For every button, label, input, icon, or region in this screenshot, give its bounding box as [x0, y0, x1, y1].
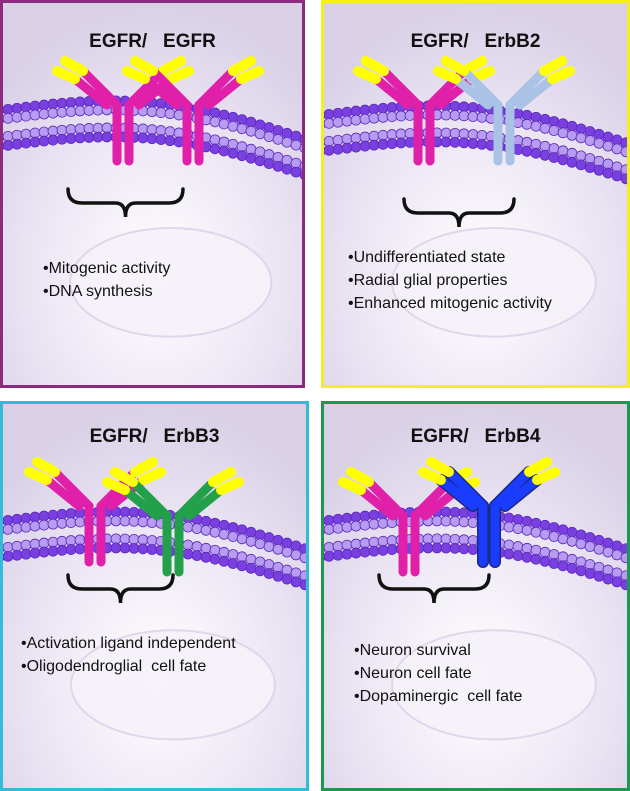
bracket: [66, 573, 175, 604]
partner-receptor: [122, 56, 264, 166]
panel-title: EGFR/ ErbB4: [410, 426, 541, 447]
function-item: •Enhanced mitogenic activity: [348, 295, 552, 312]
function-list: •Neuron survival •Neuron cell fate •Dopa…: [354, 639, 522, 708]
partner-receptor: [418, 457, 560, 568]
bracket: [402, 197, 516, 228]
panel-egfr-erbb2: EGFR/ ErbB2 •Undifferentiated state •Rad…: [321, 0, 630, 388]
function-list: •Activation ligand independent •Oligoden…: [21, 632, 236, 678]
function-item: •Dopaminergic cell fate: [354, 688, 523, 705]
dimer-illustration: [3, 3, 302, 385]
function-item: •Radial glial properties: [348, 272, 508, 289]
panel-egfr-egfr: EGFR/ EGFR •Mitogenic activity •DNA synt…: [0, 0, 305, 388]
dimer-illustration: [3, 404, 306, 788]
function-item: •DNA synthesis: [43, 283, 153, 300]
function-item: •Undifferentiated state: [348, 249, 506, 266]
function-list: •Mitogenic activity •DNA synthesis: [43, 257, 170, 303]
panel-title: EGFR/ ErbB3: [89, 426, 220, 447]
nucleus: [69, 629, 276, 741]
function-item: •Mitogenic activity: [43, 260, 171, 277]
cell-membrane: [3, 506, 306, 591]
nucleus: [390, 227, 597, 338]
dimer-illustration: [324, 3, 627, 385]
panel-egfr-erbb3: EGFR/ ErbB3 •Activation ligand independe…: [0, 401, 309, 791]
egfr-receptor: [353, 56, 495, 166]
panel-title: EGFR/ ErbB2: [410, 31, 541, 52]
function-list: •Undifferentiated state •Radial glial pr…: [348, 246, 552, 315]
bracket: [66, 187, 185, 218]
panel-egfr-erbb4: EGFR/ ErbB4 •Neuron survival •Neuron cel…: [321, 401, 630, 791]
nucleus: [390, 629, 597, 741]
function-item: •Oligodendroglial cell fate: [21, 658, 207, 675]
function-item: •Neuron survival: [354, 642, 471, 659]
bracket: [377, 573, 491, 604]
function-item: •Neuron cell fate: [354, 665, 472, 682]
partner-receptor: [433, 56, 575, 166]
panel-title: EGFR/ EGFR: [89, 31, 216, 52]
function-item: •Activation ligand independent: [21, 635, 236, 652]
dimer-illustration: [324, 404, 627, 788]
egfr-receptor: [24, 457, 166, 567]
nucleus: [69, 227, 273, 338]
partner-receptor: [102, 467, 244, 577]
cell-membrane: [3, 95, 302, 180]
